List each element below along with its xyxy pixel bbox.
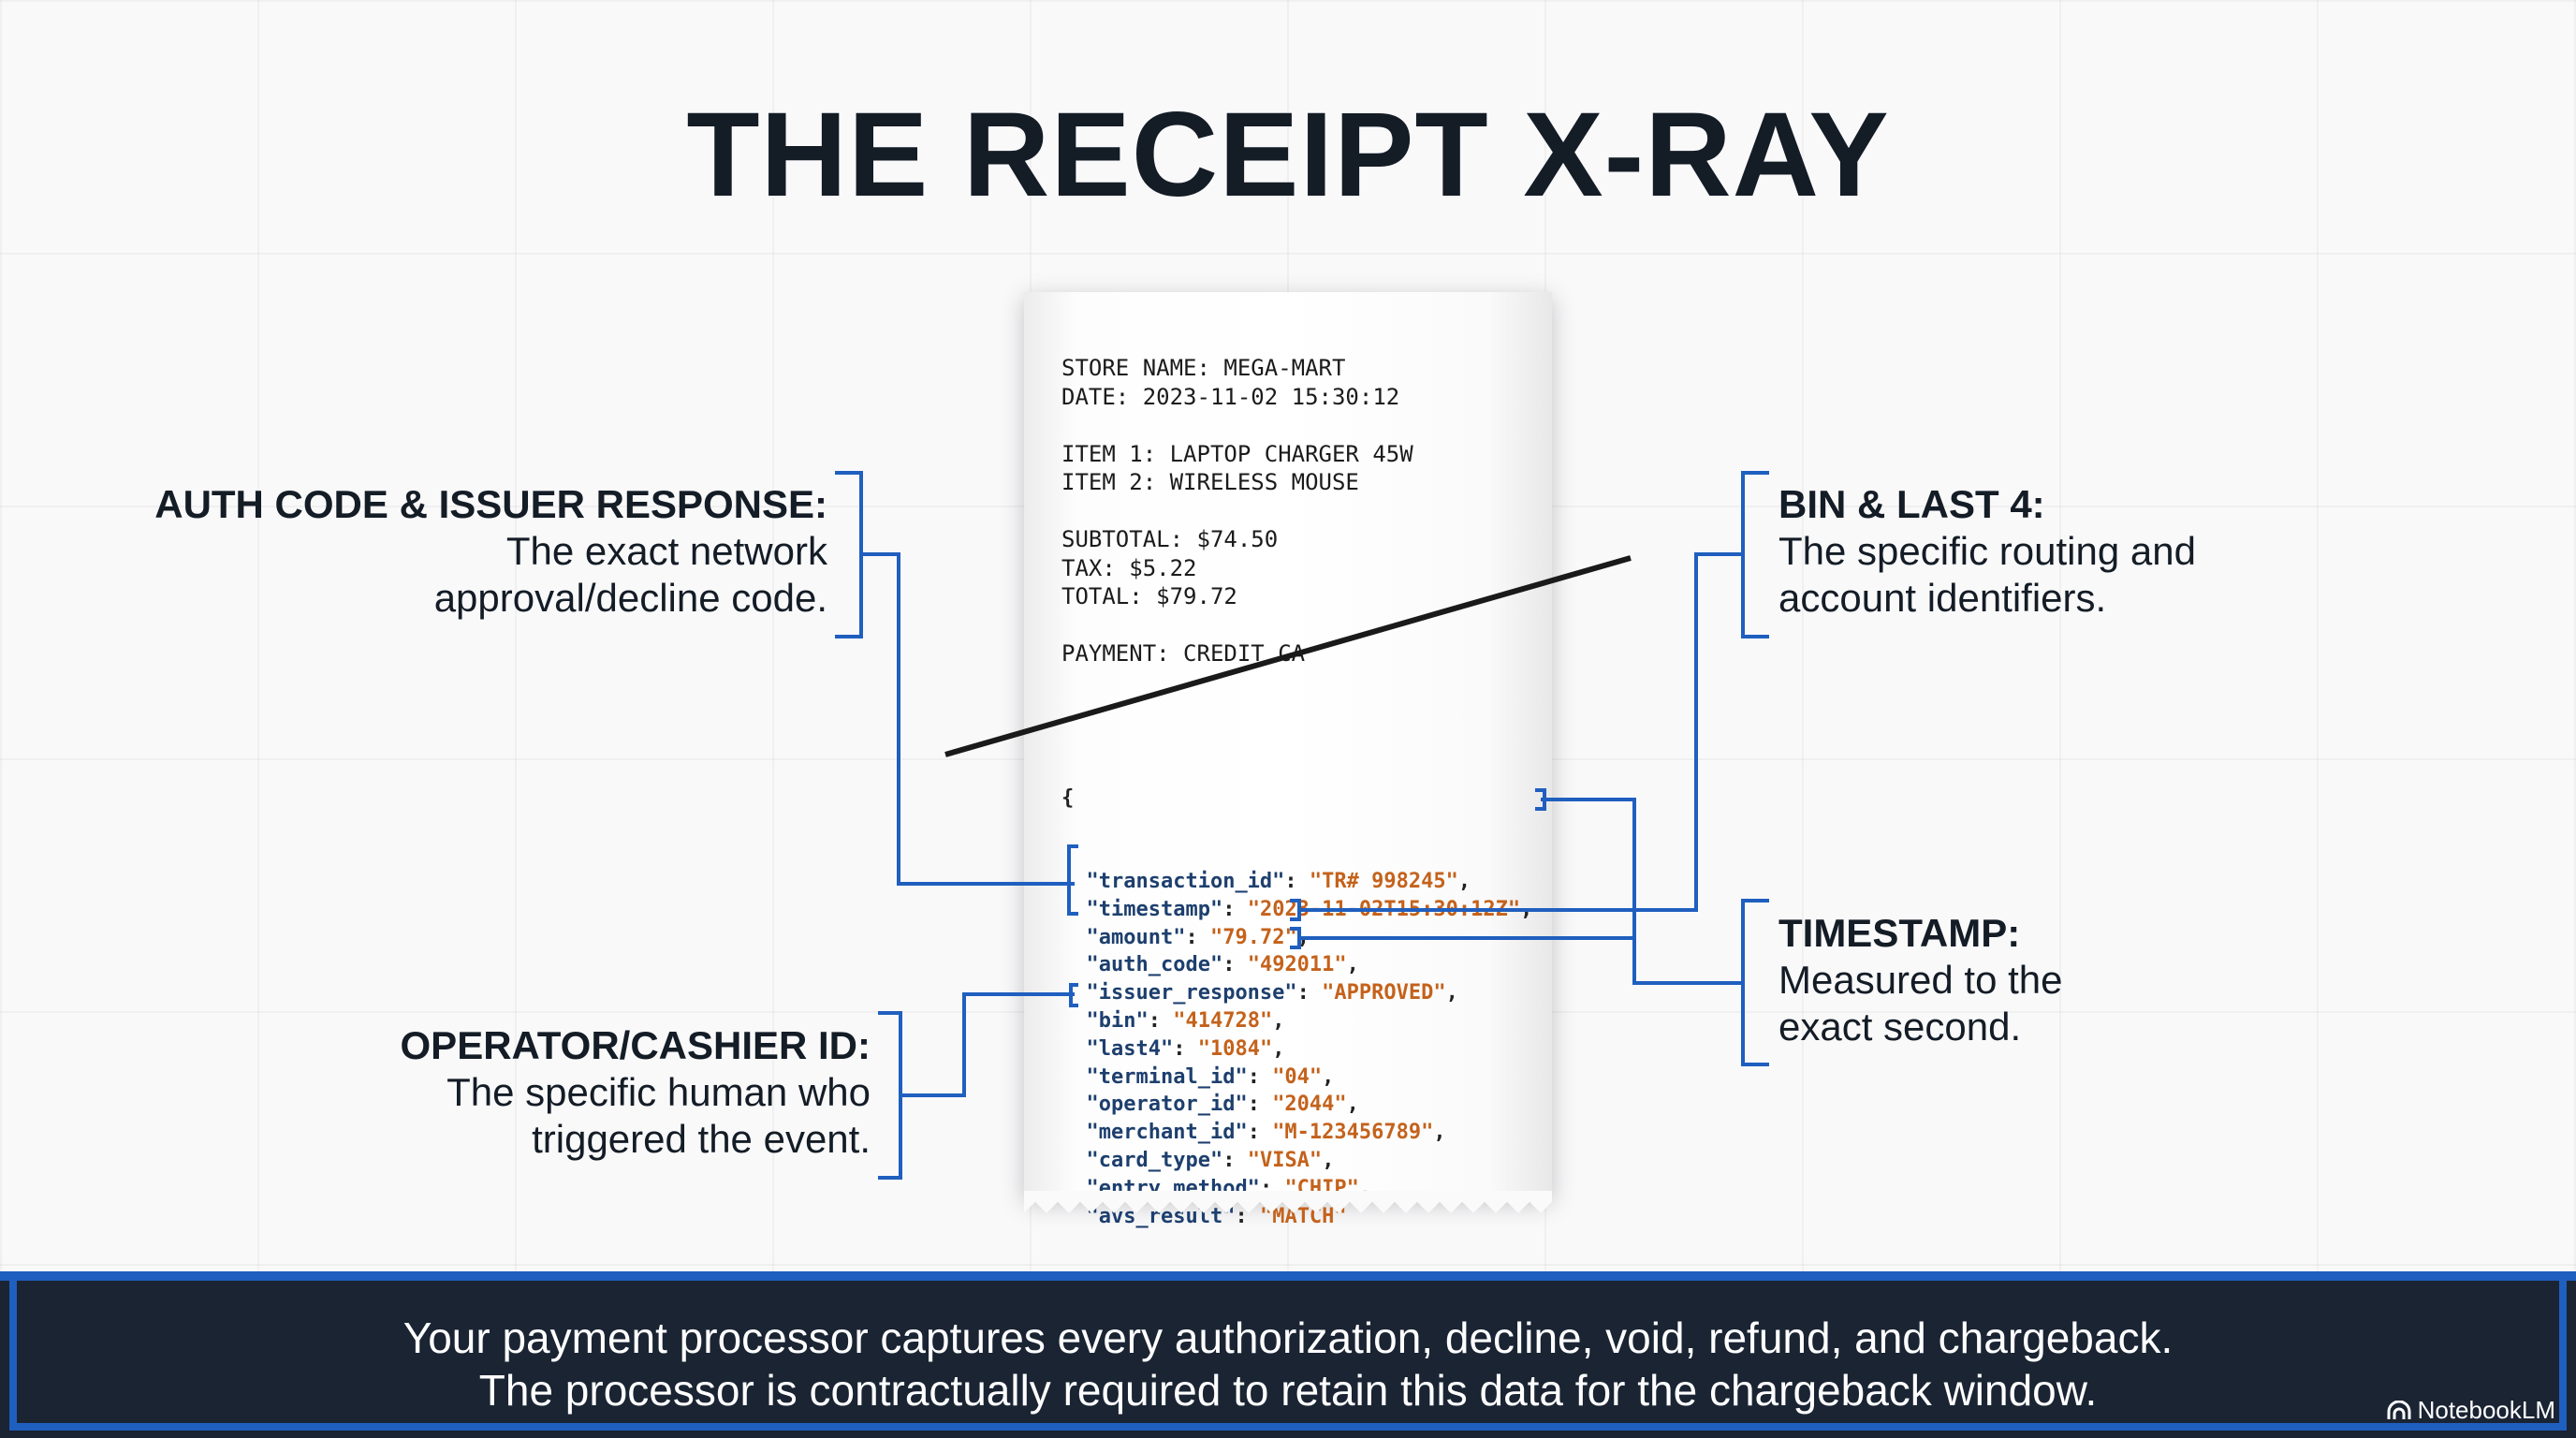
json-value: "M-123456789"	[1272, 1121, 1434, 1145]
json-field-amount: "amount": "79.72",	[1086, 925, 1310, 949]
json-value: "79.72"	[1209, 925, 1297, 949]
json-value: "1084"	[1197, 1036, 1273, 1061]
notebooklm-logo-icon	[2387, 1400, 2411, 1419]
json-value: "2044"	[1272, 1093, 1347, 1117]
callout-auth-line2: approval/decline code.	[433, 576, 827, 620]
json-key: "last4"	[1086, 1036, 1174, 1061]
timestamp-callout-bracket	[1741, 899, 1769, 1066]
json-fields: "transaction_id": "TR# 998245", "timesta…	[1061, 868, 1533, 1230]
callout-bin-line1: The specific routing and	[1778, 529, 2196, 573]
receipt-line: TOTAL: $79.72	[1061, 583, 1237, 609]
json-field-merchant-id: "merchant_id": "M-123456789",	[1086, 1121, 1446, 1145]
json-key: "timestamp"	[1086, 897, 1223, 921]
json-key: "merchant_id"	[1086, 1121, 1248, 1145]
timestamp-json-bracket	[1535, 788, 1546, 811]
receipt-tear-line	[944, 555, 1632, 757]
operator-json-bracket	[1069, 983, 1078, 1007]
page-title: THE RECEIPT X-RAY	[686, 88, 1890, 222]
json-value: "TR# 998245"	[1309, 869, 1458, 893]
subtitle-bar-frame	[9, 1281, 2567, 1431]
auth-callout-bracket	[835, 471, 863, 638]
json-value: "04"	[1272, 1064, 1323, 1089]
json-field-bin: "bin": "414728",	[1086, 1008, 1285, 1033]
brand-name: NotebookLM	[2417, 1396, 2555, 1424]
callout-timestamp-line2: exact second.	[1778, 1005, 2022, 1049]
json-key: "auth_code"	[1086, 953, 1223, 977]
json-key: "bin"	[1086, 1008, 1149, 1033]
callout-bin: BIN & LAST 4: The specific routing and a…	[1778, 481, 2196, 622]
json-field-issuer-response: "issuer_response": "APPROVED",	[1086, 981, 1458, 1005]
json-key: "transaction_id"	[1086, 869, 1285, 893]
timestamp-connector	[1541, 798, 1743, 985]
json-value: "APPROVED"	[1322, 981, 1446, 1005]
subtitle-bar: Your payment processor captures every au…	[0, 1271, 2576, 1438]
json-key: "card_type"	[1086, 1148, 1223, 1172]
receipt-line: ITEM 1: LAPTOP CHARGER 45W	[1061, 440, 1413, 467]
auth-connector	[861, 552, 1075, 886]
receipt-line: STORE NAME: MEGA-MART	[1061, 355, 1346, 381]
json-field-last4: "last4": "1084",	[1086, 1036, 1285, 1061]
auth-json-bracket	[1067, 844, 1078, 916]
json-value: "414728"	[1173, 1008, 1273, 1033]
callout-auth-heading: AUTH CODE & ISSUER RESPONSE:	[154, 482, 827, 526]
connector-lines	[835, 471, 1769, 1180]
callout-auth-line1: The exact network	[505, 529, 827, 573]
receipt-torn-edge	[1024, 1191, 1552, 1213]
bin-callout-bracket	[1741, 471, 1769, 638]
receipt-line: PAYMENT: CREDIT CA	[1061, 640, 1306, 667]
receipt-json: { "transaction_id": "TR# 998245", "times…	[1061, 728, 1532, 1370]
callout-timestamp: TIMESTAMP: Measured to the exact second.	[1778, 910, 2063, 1050]
brand-badge: NotebookLM	[2386, 1396, 2555, 1425]
json-key: "operator_id"	[1086, 1093, 1248, 1117]
json-field-auth-code: "auth_code": "492011",	[1086, 953, 1359, 977]
callout-bin-line2: account identifiers.	[1778, 576, 2107, 620]
bin-connector	[1299, 552, 1743, 912]
callout-operator-line1: The specific human who	[446, 1070, 871, 1114]
subtitle-line1: Your payment processor captures every au…	[402, 1313, 2174, 1362]
receipt-line: TAX: $5.22	[1061, 554, 1197, 581]
json-open-brace: {	[1061, 785, 1075, 810]
last4-json-bracket	[1290, 927, 1301, 949]
json-field-operator-id: "operator_id": "2044",	[1086, 1093, 1359, 1117]
json-field-transaction-id: "transaction_id": "TR# 998245",	[1086, 869, 1471, 893]
operator-callout-bracket	[878, 1011, 902, 1180]
receipt-line: SUBTOTAL: $74.50	[1061, 526, 1279, 552]
receipt-line: ITEM 2: WIRELESS MOUSE	[1061, 469, 1359, 495]
bin-json-bracket	[1290, 899, 1301, 921]
subtitle-line2: The processor is contractually required …	[478, 1366, 2098, 1415]
json-field-terminal-id: "terminal_id": "04",	[1086, 1064, 1335, 1089]
callout-operator-heading: OPERATOR/CASHIER ID:	[400, 1023, 871, 1067]
callout-timestamp-line1: Measured to the	[1778, 958, 2063, 1002]
callout-operator-line2: triggered the event.	[532, 1117, 871, 1161]
operator-connector	[900, 992, 1075, 1097]
callout-bin-heading: BIN & LAST 4:	[1778, 482, 2045, 526]
json-value: "VISA"	[1247, 1148, 1323, 1172]
json-value: "492011"	[1247, 953, 1347, 977]
json-field-card-type: "card_type": "VISA",	[1086, 1148, 1335, 1172]
callout-operator: OPERATOR/CASHIER ID: The specific human …	[401, 1022, 871, 1163]
json-key: "terminal_id"	[1086, 1064, 1248, 1089]
callout-timestamp-heading: TIMESTAMP:	[1778, 911, 2021, 955]
json-key: "issuer_response"	[1086, 981, 1297, 1005]
json-key: "amount"	[1086, 925, 1186, 949]
receipt-line: DATE: 2023-11-02 15:30:12	[1061, 383, 1400, 410]
callout-auth: AUTH CODE & ISSUER RESPONSE: The exact n…	[154, 481, 827, 622]
